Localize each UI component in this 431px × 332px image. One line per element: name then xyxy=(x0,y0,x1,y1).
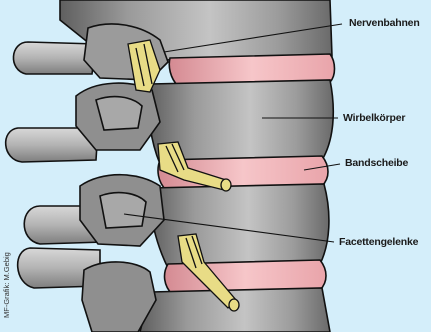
vertebra-middle xyxy=(76,80,333,164)
spinous-processes xyxy=(6,42,106,288)
label-disc: Bandscheibe xyxy=(345,157,408,169)
label-facet-joints: Facettengelenke xyxy=(339,236,418,248)
label-nerves: Nervenbahnen xyxy=(349,17,420,29)
vertebra-lower xyxy=(80,175,329,268)
image-credit: MF-Grafik: M.Gebig xyxy=(2,252,11,318)
label-vertebral-body: Wirbelkörper xyxy=(343,112,405,124)
